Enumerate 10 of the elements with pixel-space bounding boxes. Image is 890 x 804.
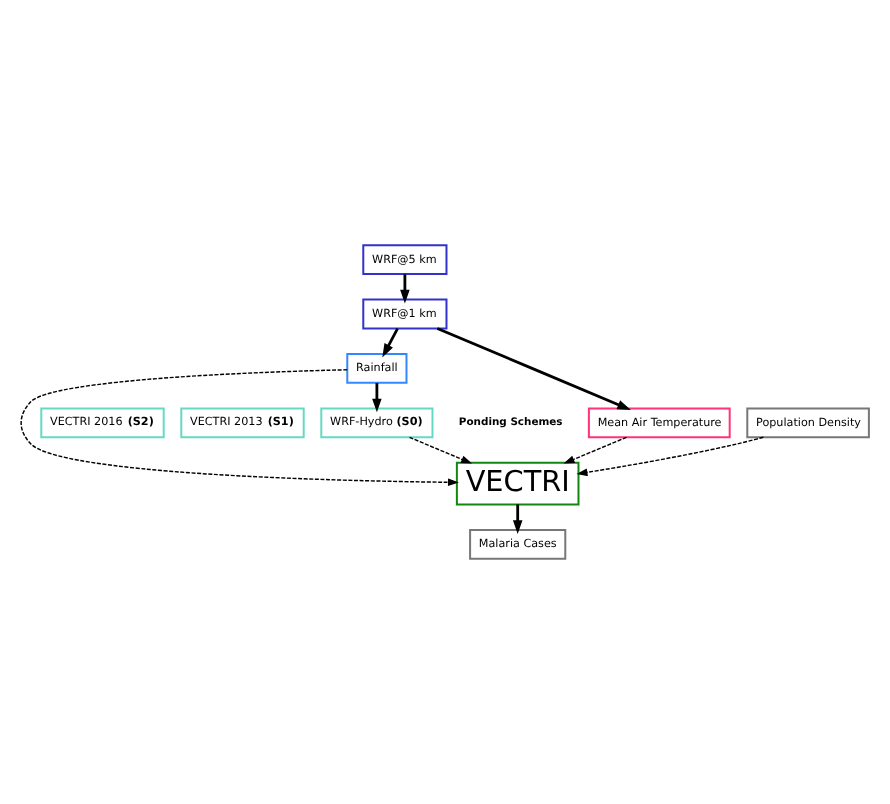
arrow: [382, 328, 399, 358]
arrow: [20, 369, 459, 487]
arrow: [563, 436, 628, 464]
arrow: [436, 327, 631, 411]
node-box: VECTRI: [455, 461, 580, 506]
arrow: [512, 504, 523, 534]
arrow: [576, 436, 765, 477]
arrow: [372, 383, 382, 413]
arrow: [408, 436, 472, 464]
arrow: [400, 274, 410, 304]
